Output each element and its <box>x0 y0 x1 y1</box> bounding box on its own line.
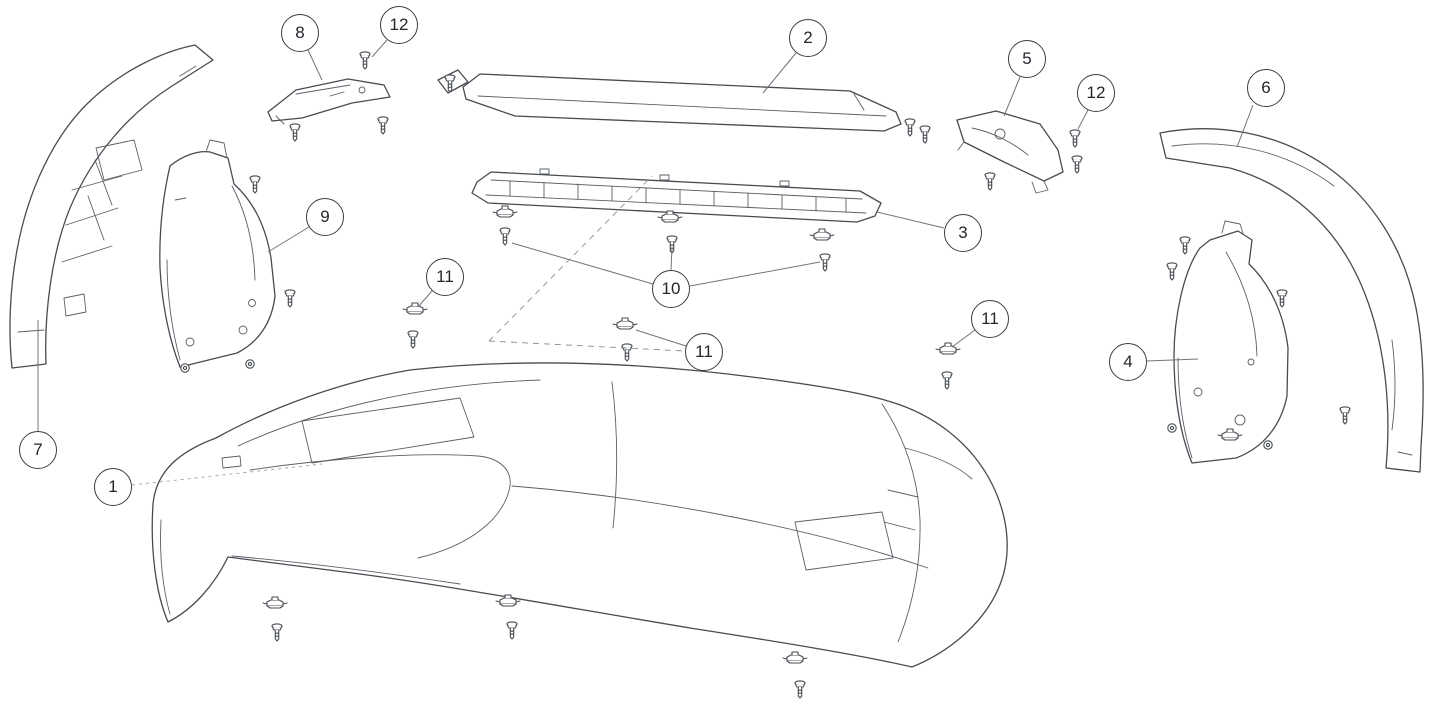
part-1-bumper-cover-drawing[interactable] <box>151 362 1008 668</box>
part-2-upper-panel-drawing[interactable] <box>437 69 902 132</box>
part-6-right-upper-trim-drawing[interactable] <box>1159 128 1424 473</box>
part-5-upper-right-bracket-drawing[interactable] <box>956 110 1064 194</box>
callout-leader-lines <box>37 39 1254 486</box>
callout-11-b[interactable]: 11 <box>685 333 723 371</box>
callout-5[interactable]: 5 <box>1008 40 1046 78</box>
callout-12-a[interactable]: 12 <box>380 6 418 44</box>
callout-7[interactable]: 7 <box>19 431 57 469</box>
part-8-upper-left-bracket-drawing[interactable] <box>267 78 391 125</box>
callout-12-b[interactable]: 12 <box>1077 74 1115 112</box>
callout-4[interactable]: 4 <box>1109 343 1147 381</box>
callout-3[interactable]: 3 <box>944 214 982 252</box>
callout-8[interactable]: 8 <box>281 14 319 52</box>
callout-1[interactable]: 1 <box>94 468 132 506</box>
callout-11-a[interactable]: 11 <box>426 258 464 296</box>
callout-11-c[interactable]: 11 <box>971 300 1009 338</box>
part-4-right-bracket-drawing[interactable] <box>1173 220 1289 464</box>
callout-9[interactable]: 9 <box>306 198 344 236</box>
part-9-left-bracket-drawing[interactable] <box>159 139 276 368</box>
part-3-reinforcement-grid-drawing[interactable] <box>471 168 882 223</box>
callout-2[interactable]: 2 <box>789 19 827 57</box>
part-7-left-upper-trim-drawing[interactable] <box>9 44 214 369</box>
callout-10[interactable]: 10 <box>652 270 690 308</box>
callout-6[interactable]: 6 <box>1247 69 1285 107</box>
